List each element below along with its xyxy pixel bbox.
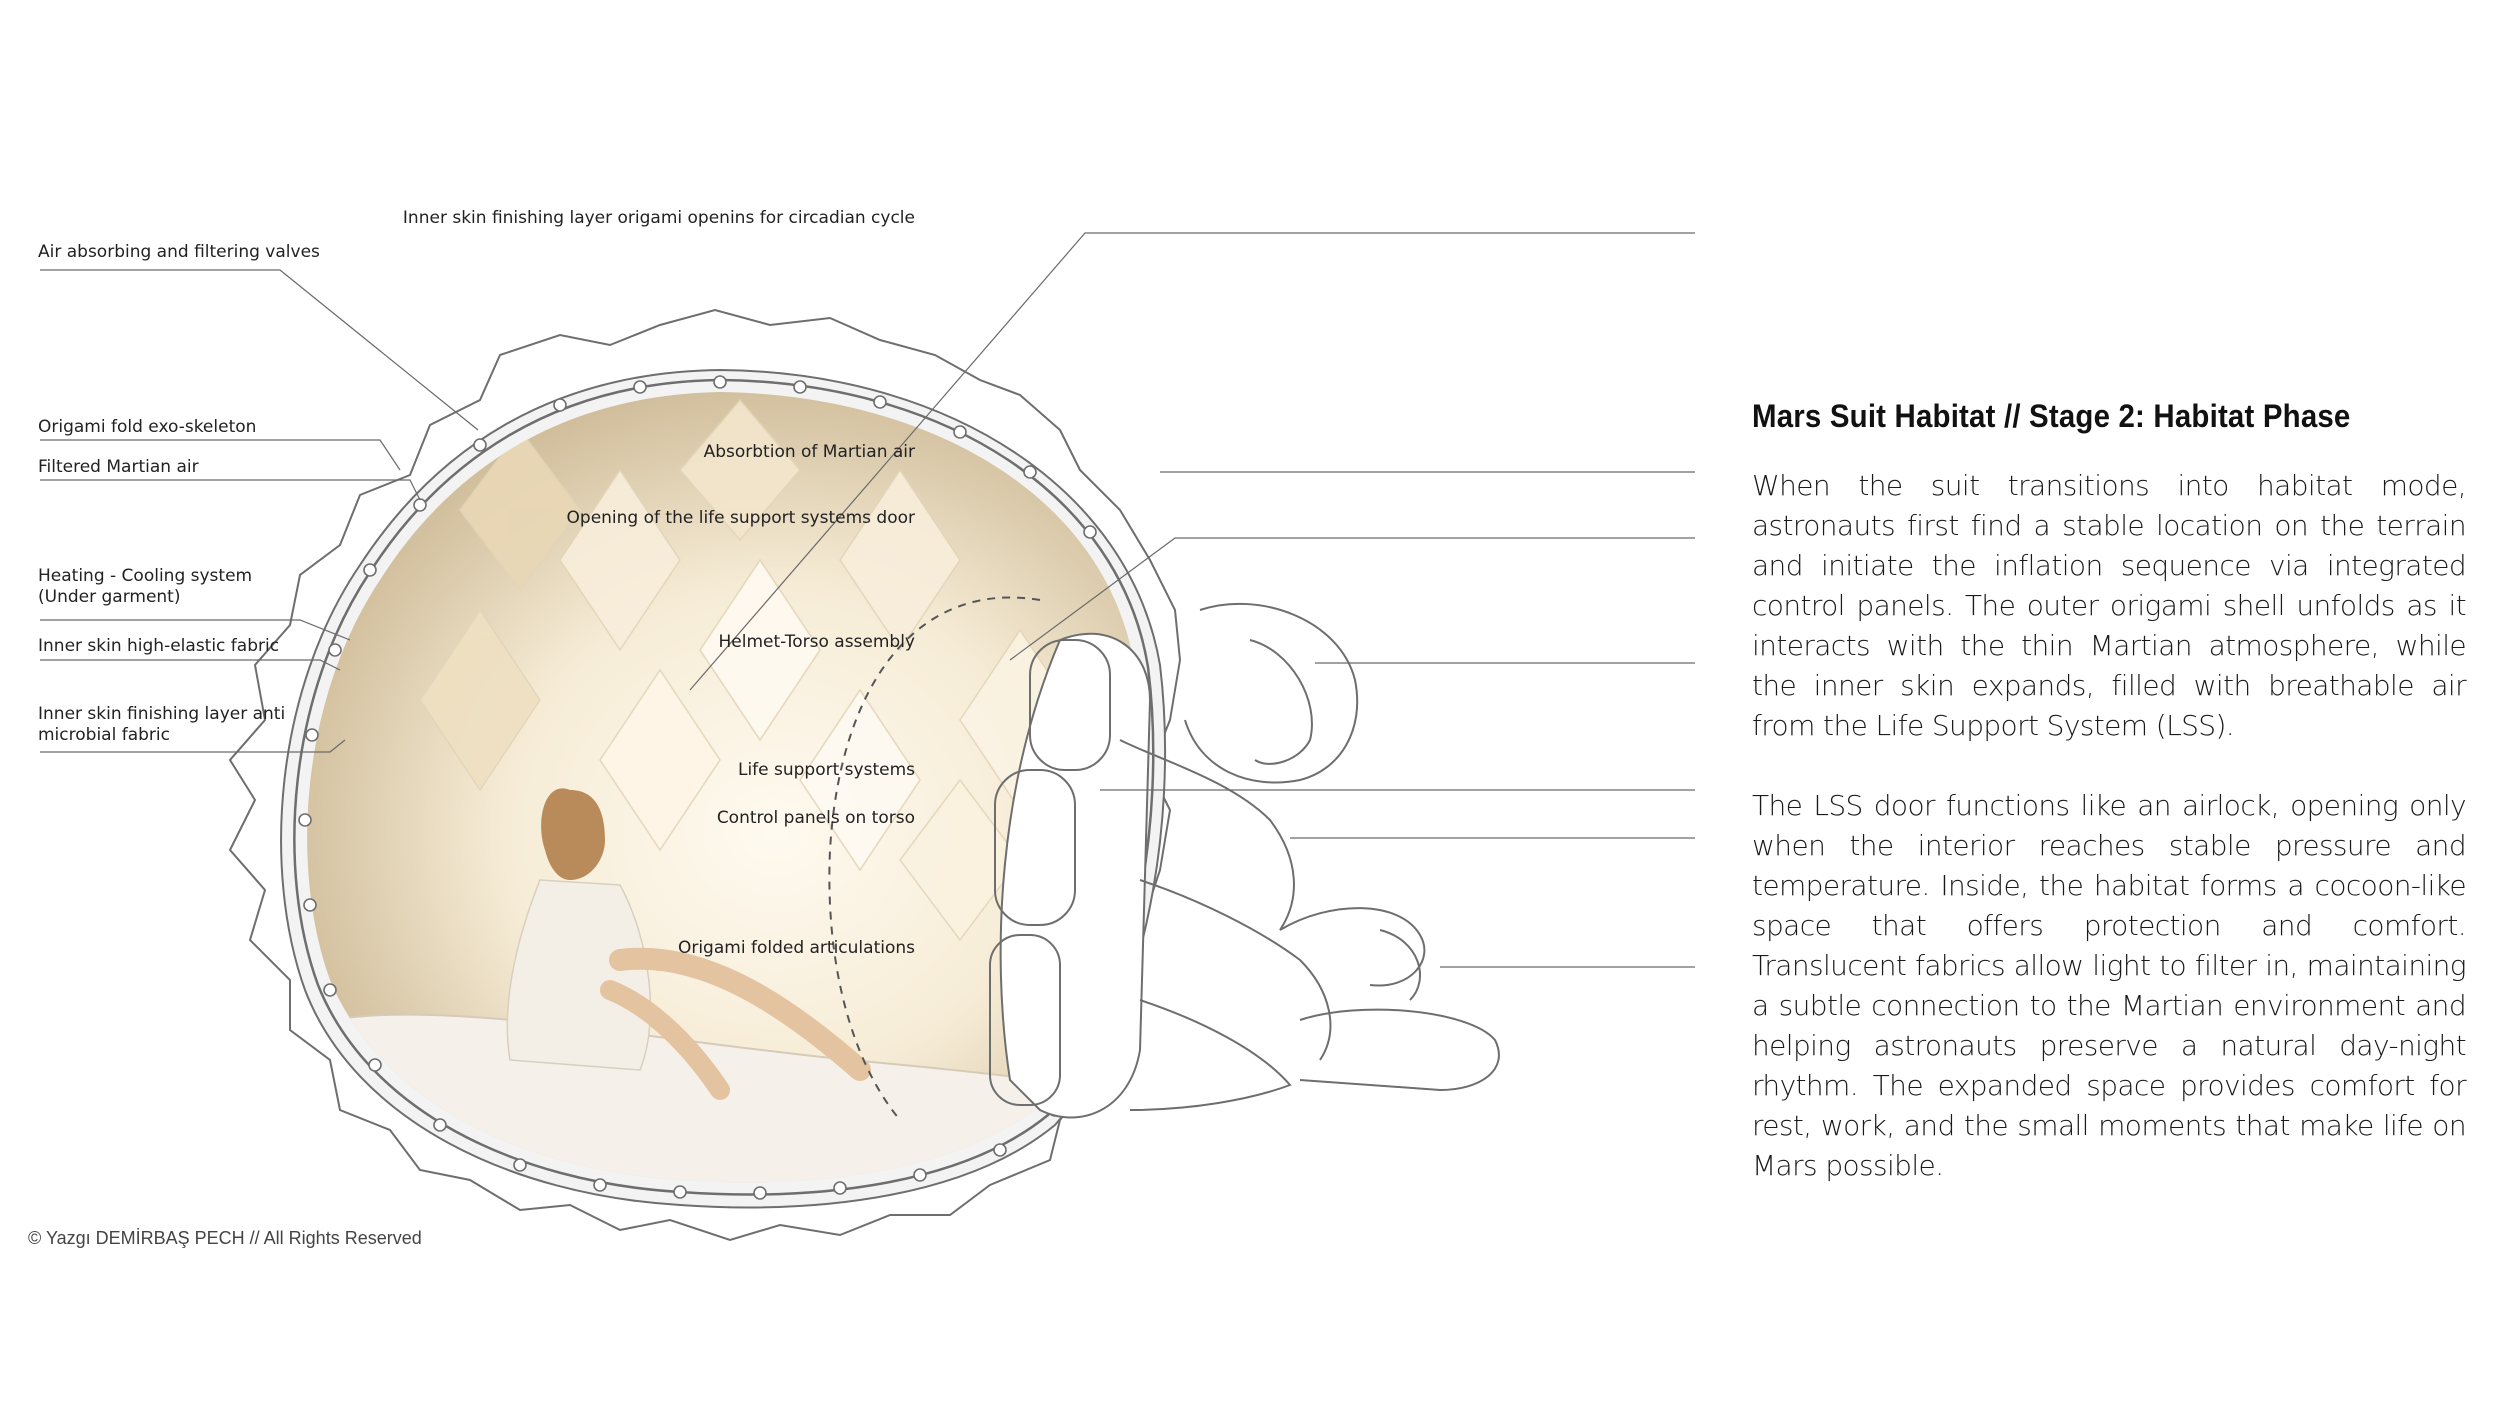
habitat-diagram: Air absorbing and filtering valves Origa… [38,208,1695,1242]
callout-inner-elastic: Inner skin high-elastic fabric [38,636,280,656]
panel-paragraph-1: When the suit transitions into habitat m… [1752,469,2467,742]
habitat-illustration [40,232,1695,1242]
callout-filtered-air: Filtered Martian air [38,457,199,477]
callout-origami-openings: Inner skin finishing layer origami openi… [402,208,915,228]
callout-leader-lines [40,232,1695,968]
callout-articulations: Origami folded articulations [677,938,915,958]
panel-paragraph-2: The LSS door functions like an airlock, … [1752,789,2467,1182]
callout-heating-cooling: Heating - Cooling system (Under garment) [38,566,253,607]
astronaut-outline [1119,602,1500,1111]
callout-helmet-torso: Helmet-Torso assembly [718,632,916,652]
copyright-notice: © Yazgı DEMİRBAŞ PECH // All Rights Rese… [28,1228,422,1248]
callout-absorption: Absorbtion of Martian air [703,442,915,462]
callout-life-support: Life support systems [737,760,915,780]
callout-lss-door: Opening of the life support systems door [566,508,915,528]
description-panel: Mars Suit Habitat // Stage 2: Habitat Ph… [1752,396,2467,1226]
grommets [298,375,1097,1200]
lss-module-lower [989,934,1061,1106]
callout-inner-antimicrobial: Inner skin finishing layer anti microbia… [38,704,286,745]
seated-person [506,788,871,1100]
lss-module-upper [1029,639,1111,771]
panel-title: Mars Suit Habitat // Stage 2: Habitat Ph… [1752,398,2351,434]
lss-module-middle [994,769,1076,926]
callout-exo-skeleton: Origami fold exo-skeleton [38,417,257,437]
callout-air-valves: Air absorbing and filtering valves [38,242,320,262]
door-swing-arc [828,596,1041,1121]
callout-control-panels: Control panels on torso [716,808,915,828]
